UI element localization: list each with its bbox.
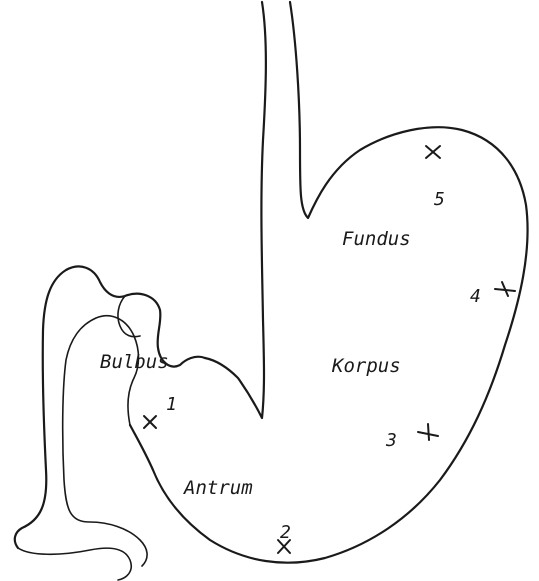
marker-1-number: 1 [166, 394, 177, 415]
label-antrum: Antrum [183, 477, 253, 499]
bulbus-lobe [118, 296, 140, 337]
duodenum-outer [18, 548, 131, 580]
marker-4-number: 4 [470, 286, 481, 307]
label-fundus: Fundus [342, 228, 411, 250]
marker-4-cross [495, 282, 515, 296]
marker-1-cross [144, 416, 156, 428]
marker-2-number: 2 [280, 522, 291, 543]
marker-5-cross [426, 146, 440, 158]
label-korpus: Korpus [331, 355, 401, 377]
marker-3-cross [418, 424, 438, 440]
label-bulbus: Bulbus [100, 351, 169, 373]
marker-5-number: 5 [434, 189, 445, 210]
marker-3-number: 3 [385, 430, 397, 451]
esophagus-left-wall [205, 2, 266, 418]
